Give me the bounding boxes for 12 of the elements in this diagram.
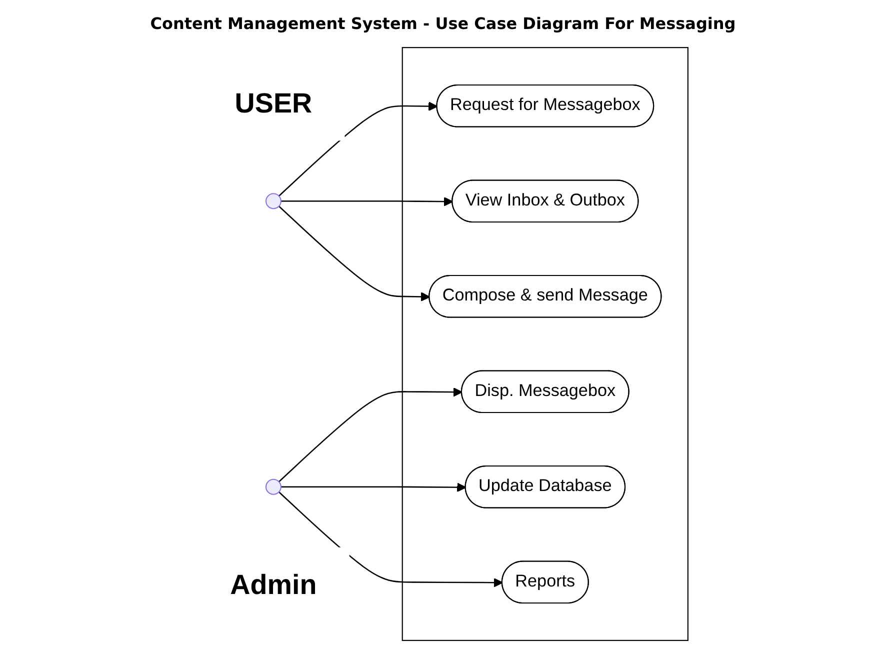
arrow (278, 387, 462, 482)
node-circle (265, 478, 282, 495)
arrow (280, 196, 454, 206)
cluster (402, 47, 688, 641)
arrow (278, 206, 430, 302)
node-text: USER (234, 86, 312, 119)
node-text: Admin (230, 568, 317, 600)
diagram-title: Content Management System - Use Case Diagram For Messaging (149, 14, 737, 33)
arrow (278, 492, 503, 588)
arrow (278, 102, 438, 196)
arrow (280, 482, 466, 492)
node-circle (265, 193, 282, 210)
